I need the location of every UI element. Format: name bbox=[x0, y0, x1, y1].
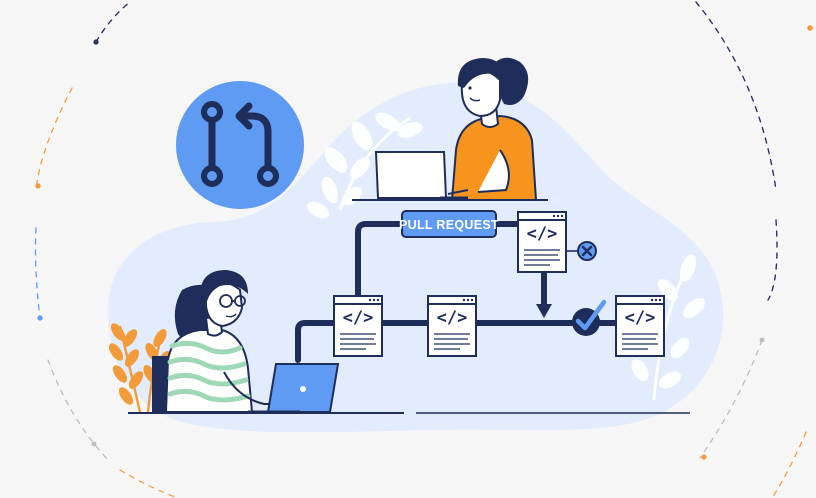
arc-bottom-left-orange bbox=[119, 469, 179, 498]
code-file-icon: </> bbox=[527, 224, 558, 244]
merge-arrow-head bbox=[536, 304, 552, 318]
orange-plant bbox=[108, 323, 171, 413]
approve-check-icon bbox=[572, 299, 607, 336]
chair bbox=[152, 356, 168, 412]
dot-right-grey bbox=[759, 337, 765, 343]
reject-x-icon bbox=[577, 241, 597, 261]
dot-top-right-orange bbox=[807, 25, 813, 31]
dot-left-bottom bbox=[91, 441, 97, 447]
pull-request-label: PULL REQUEST bbox=[399, 218, 499, 232]
background-arcs bbox=[34, 1, 813, 498]
code-file-icon: </> bbox=[625, 308, 656, 328]
arc-right-mid bbox=[767, 219, 778, 301]
pull-request-badge: PULL REQUEST bbox=[399, 210, 499, 238]
code-file-card-1: </> bbox=[333, 295, 383, 357]
woman-bottom bbox=[152, 270, 340, 414]
woman-top bbox=[352, 57, 548, 201]
white-leaves-top bbox=[307, 112, 423, 219]
code-file-card-2: </> bbox=[427, 295, 477, 357]
arc-top-left bbox=[95, 1, 131, 43]
orange-shirt bbox=[450, 114, 538, 201]
arc-top-right bbox=[695, 1, 777, 191]
main-line bbox=[295, 320, 337, 363]
code-file-icon: </> bbox=[437, 308, 468, 328]
code-file-icon: </> bbox=[343, 308, 374, 328]
arc-bottom-right-orange bbox=[771, 431, 807, 498]
white-leaves-right bbox=[631, 254, 705, 401]
background-blob bbox=[108, 82, 724, 433]
dot-left-blue bbox=[37, 315, 43, 321]
laptop-top bbox=[374, 151, 448, 199]
dot-right-orange bbox=[701, 454, 707, 460]
git-pull-request-icon bbox=[176, 81, 304, 209]
arc-left-orange bbox=[35, 87, 73, 191]
branch-line bbox=[355, 221, 405, 303]
arc-right-lower bbox=[699, 339, 763, 459]
glasses bbox=[219, 294, 246, 308]
dot-left-orange bbox=[35, 183, 41, 189]
flow-lines bbox=[295, 221, 619, 363]
arc-left-bottom bbox=[47, 359, 111, 463]
dot-top-left bbox=[93, 39, 99, 45]
arc-left-blue bbox=[34, 227, 41, 319]
code-file-card-pr: </> bbox=[517, 211, 567, 273]
code-file-card-3: </> bbox=[615, 295, 665, 357]
